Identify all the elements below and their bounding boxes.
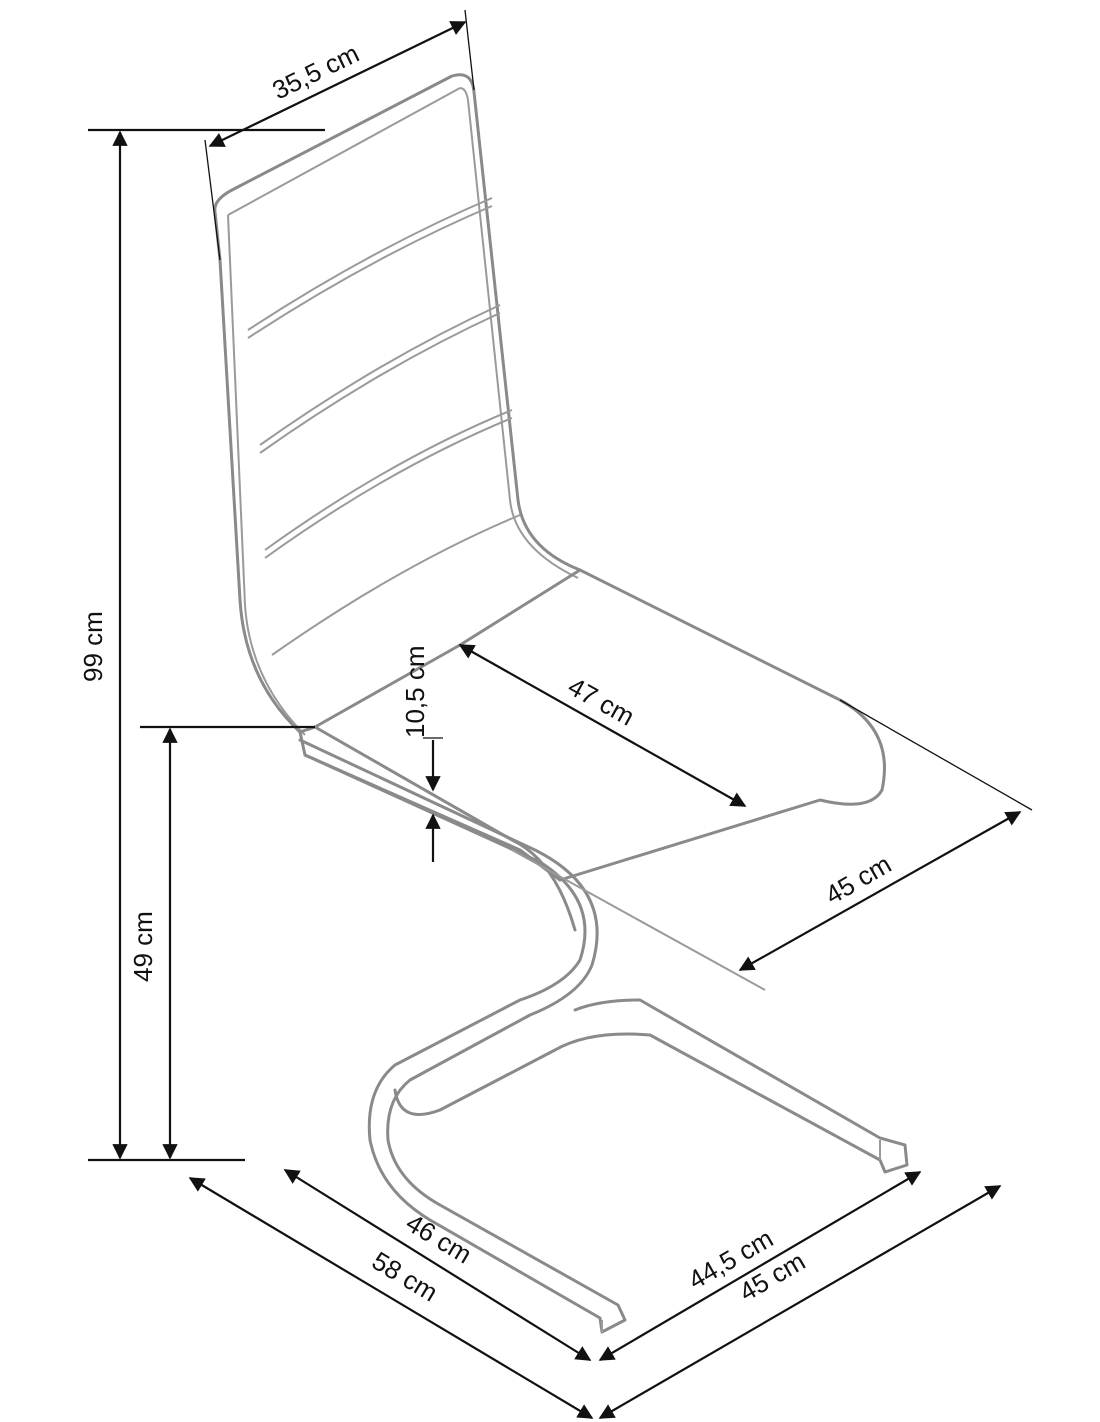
seat-depth-label: 47 cm [563, 671, 639, 732]
seat-thickness-label: 10,5 cm [400, 646, 430, 739]
seat [298, 568, 582, 932]
dimension-lines [88, 9, 1033, 1419]
total-depth-label: 58 cm [367, 1245, 443, 1307]
seat-height-label: 49 cm [128, 911, 158, 982]
base-depth-inner-label: 46 cm [401, 1207, 477, 1269]
total-height-label: 99 cm [78, 611, 108, 682]
chair-outline [213, 73, 909, 1334]
backrest-stitches [247, 197, 521, 656]
backrest [213, 73, 886, 882]
frame [298, 738, 909, 1334]
seat-width-label: 45 cm [820, 849, 896, 910]
